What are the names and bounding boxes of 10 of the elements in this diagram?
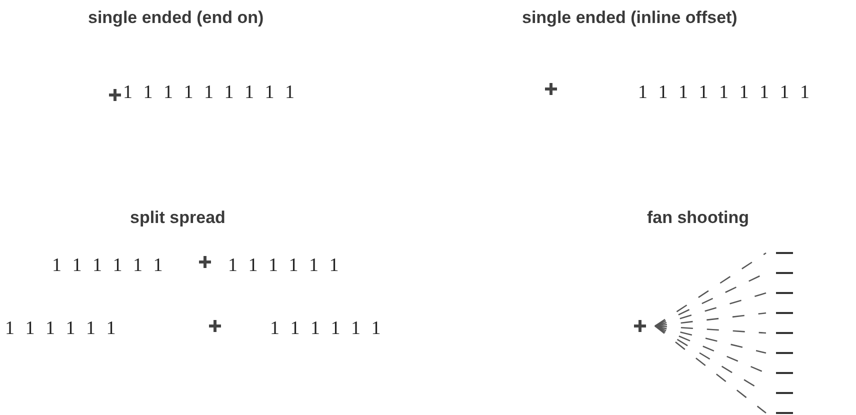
receiver-row: 1 1 1 1 1 1 1 1 1: [638, 82, 810, 104]
receiver-row: 1 1 1 1 1 1: [5, 318, 116, 340]
section-heading: split spread: [130, 208, 226, 228]
receiver-row: 1 1 1 1 1 1: [228, 255, 339, 277]
receiver-row: 1 1 1 1 1 1: [270, 318, 381, 340]
section-heading: fan shooting: [647, 208, 749, 228]
section-heading: single ended (end on): [88, 8, 264, 28]
receiver-row: 1 1 1 1 1 1: [52, 255, 163, 277]
receiver-row: 1 1 1 1 1 1 1 1 1: [123, 82, 294, 104]
section-heading: single ended (inline offset): [522, 8, 738, 28]
